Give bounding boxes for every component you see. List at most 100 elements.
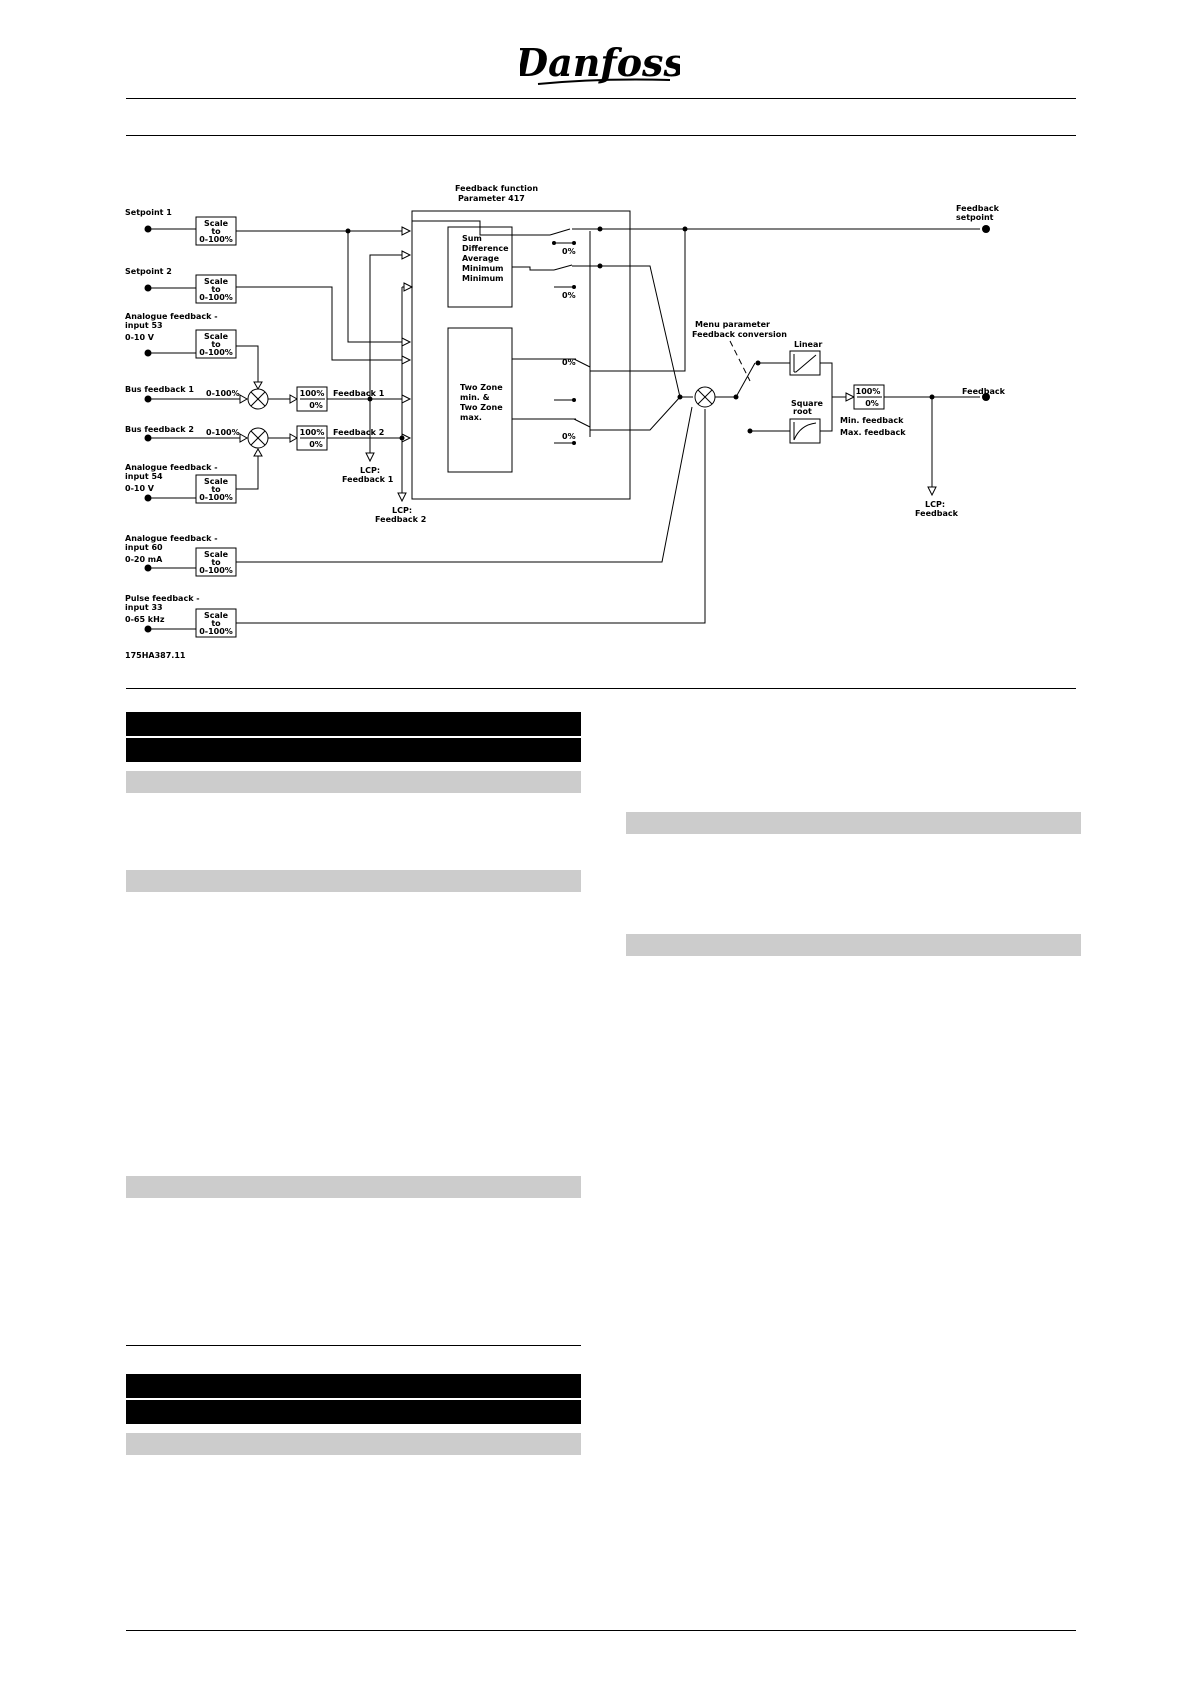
zero-1: 0% (562, 247, 576, 256)
label-af54-l2: input 54 (125, 472, 163, 481)
left-column-rule (126, 1345, 581, 1346)
output-terminal (982, 393, 990, 401)
lcp-fb2-l1: LCP: (392, 506, 412, 515)
zero-3: 0% (562, 358, 576, 367)
label-pulse-l2: input 33 (125, 603, 163, 612)
svg-text:0%: 0% (865, 399, 879, 408)
label-af54-l1: Analogue feedback - (125, 463, 218, 472)
limit-box-feedback1: 100% 0% (296, 386, 328, 412)
svg-text:0-100%: 0-100% (199, 293, 233, 302)
scale-box-pulse: Scale to 0-100% (195, 608, 237, 638)
lcp-fb1-l1: LCP: (360, 466, 380, 475)
label-setpoint1: Setpoint 1 (125, 208, 172, 217)
math-function-box: Sum Difference Average Minimum Minimum (447, 226, 513, 308)
scale-box-setpoint2: Scale to 0-100% (195, 274, 237, 304)
feedback-block-diagram: Setpoint 1 Setpoint 2 Analogue feedback … (125, 184, 1006, 660)
label-af53-l2: input 53 (125, 321, 163, 330)
dashed-link (729, 340, 751, 382)
svg-text:0%: 0% (309, 401, 323, 410)
svg-text:Scale: Scale (204, 550, 229, 559)
svg-text:Square: Square (791, 399, 824, 408)
label-af60-l3: 0-20 mA (125, 555, 163, 564)
title-line2: Parameter 417 (458, 194, 525, 203)
scale-box-af54: Scale to 0-100% (195, 474, 237, 504)
arrow-limit2 (289, 433, 299, 443)
parameter-bar-2 (126, 870, 581, 892)
summer-bus2 (247, 427, 269, 449)
label-af60-l1: Analogue feedback - (125, 534, 218, 543)
summer-output (694, 386, 716, 408)
section-heading-bar-3 (126, 1374, 581, 1398)
label-af54-l3: 0-10 V (125, 484, 155, 493)
logo-underline (537, 78, 671, 85)
bus1-range: 0-100% (206, 389, 240, 398)
feedback-function-box (411, 210, 631, 500)
parameter-bar-3 (126, 1176, 581, 1198)
svg-text:Average: Average (462, 254, 500, 263)
svg-text:Scale: Scale (204, 219, 229, 228)
menu-l1: Menu parameter (695, 320, 770, 329)
footer-rule (126, 1630, 1076, 1631)
label-pulse-l1: Pulse feedback - (125, 594, 200, 603)
svg-text:0%: 0% (309, 440, 323, 449)
svg-text:0-100%: 0-100% (199, 627, 233, 636)
svg-text:Scale: Scale (204, 477, 229, 486)
lcp-fb2-l2: Feedback 2 (375, 515, 426, 524)
svg-text:100%: 100% (300, 428, 325, 437)
parameter-bar-1 (126, 771, 581, 793)
zero-4: 0% (562, 432, 576, 441)
svg-text:Scale: Scale (204, 332, 229, 341)
parameter-bar-right-2 (626, 934, 1081, 956)
svg-text:Minimum: Minimum (462, 264, 504, 273)
conversion-switch (715, 360, 846, 434)
svg-text:min. &: min. & (460, 393, 490, 402)
summer-bus1 (247, 388, 269, 410)
svg-text:to: to (211, 340, 221, 349)
svg-text:0-100%: 0-100% (199, 235, 233, 244)
limit-box-feedback2: 100% 0% (296, 425, 328, 451)
svg-text:0-100%: 0-100% (199, 348, 233, 357)
scale-box-af53: Scale to 0-100% (195, 329, 237, 359)
svg-text:to: to (211, 285, 221, 294)
danfoss-logo: Danfoss (520, 40, 680, 85)
scale-box-af60: Scale to 0-100% (195, 547, 237, 577)
label-maxfb: Max. feedback (840, 428, 906, 437)
svg-text:0-100%: 0-100% (199, 566, 233, 575)
bus2-range: 0-100% (206, 428, 240, 437)
svg-text:Sum: Sum (462, 234, 482, 243)
arrow-lcp (927, 486, 937, 497)
logo-text: Danfoss (520, 40, 680, 85)
section-heading-bar-4 (126, 1400, 581, 1424)
svg-text:0-100%: 0-100% (199, 493, 233, 502)
svg-text:100%: 100% (300, 389, 325, 398)
out-fb-sp-l1: Feedback (956, 204, 1000, 213)
lcp-fb1-l2: Feedback 1 (342, 475, 394, 484)
function-box-wiring (236, 226, 414, 503)
svg-text:Scale: Scale (204, 611, 229, 620)
zero-2: 0% (562, 291, 576, 300)
svg-text:Two Zone: Two Zone (460, 383, 503, 392)
label-bus2: Bus feedback 2 (125, 425, 194, 434)
svg-text:Two Zone: Two Zone (460, 403, 503, 412)
diagram-bottom-rule (126, 688, 1076, 689)
linear-box: Linear (789, 340, 822, 376)
svg-text:Difference: Difference (462, 244, 509, 253)
arrow-out-limit (845, 392, 856, 402)
switch-group (412, 220, 603, 445)
limit-box-output: 100% 0% (853, 384, 885, 410)
label-feedback1: Feedback 1 (333, 389, 385, 398)
two-zone-box: Two Zone min. & Two Zone max. (447, 327, 513, 473)
svg-text:100%: 100% (856, 387, 881, 396)
out-fb-sp-l2: setpoint (956, 213, 994, 222)
output-wiring (236, 225, 990, 624)
figure-ref: 175HA387.11 (125, 651, 186, 660)
title-line1: Feedback function (455, 184, 538, 193)
header-rule-1 (126, 98, 1076, 99)
section-heading-bar-1 (126, 712, 581, 736)
svg-text:to: to (211, 619, 221, 628)
svg-text:to: to (211, 558, 221, 567)
svg-text:to: to (211, 485, 221, 494)
svg-text:root: root (793, 407, 812, 416)
svg-text:Linear: Linear (794, 340, 822, 349)
